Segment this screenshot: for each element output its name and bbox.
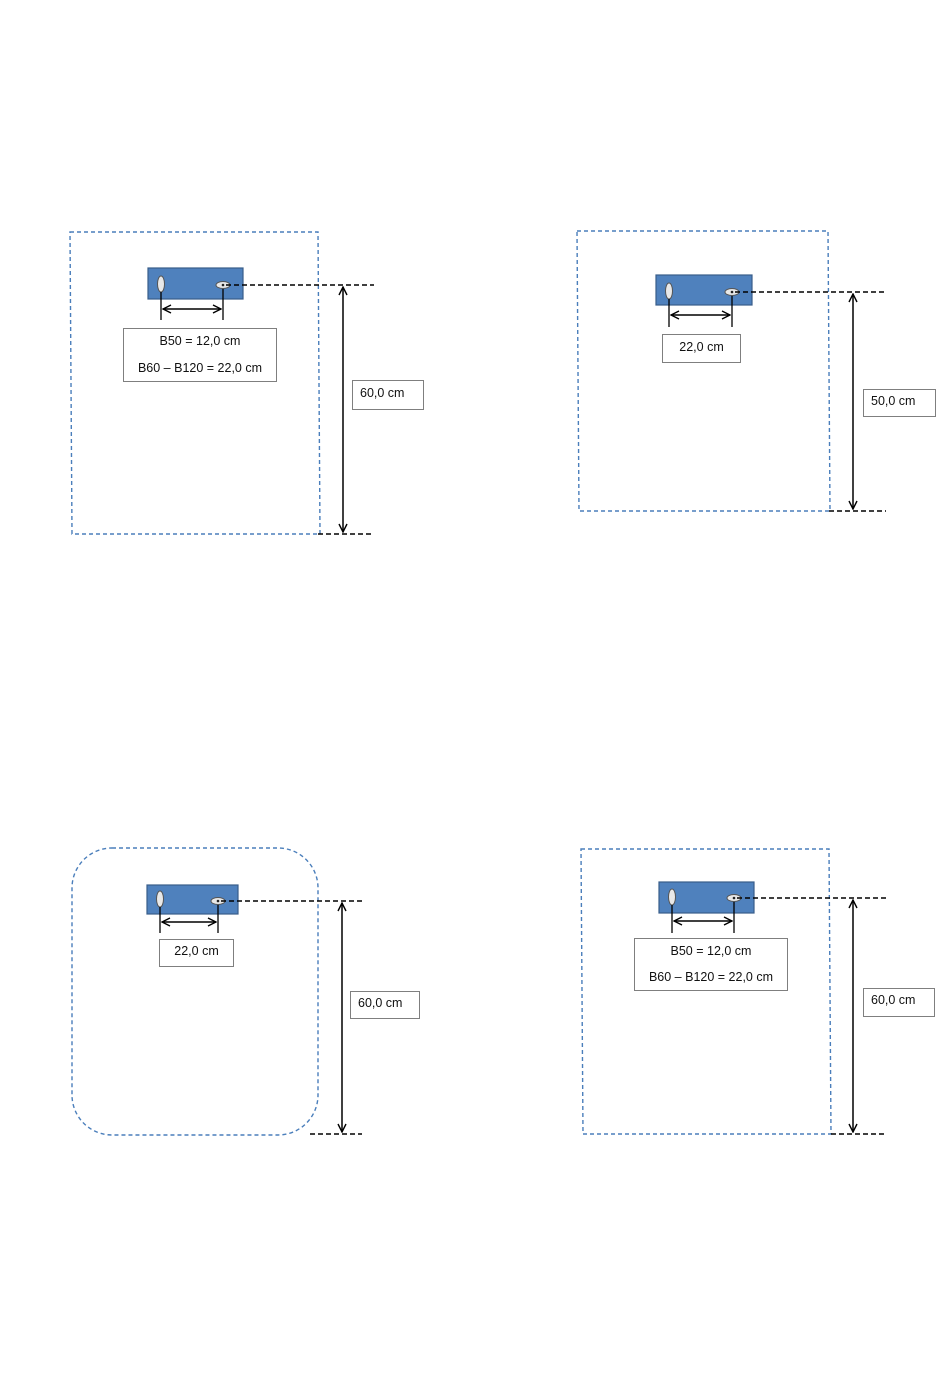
mounting-hole-slot-icon: [158, 276, 165, 292]
spacing-label-line-1: 22,0 cm: [160, 944, 233, 958]
diagram-bottom-left: [72, 848, 362, 1135]
spacing-label-line-1: B50 = 12,0 cm: [635, 944, 787, 958]
diagram-bottom-right: [581, 849, 886, 1134]
height-label-text: 60,0 cm: [358, 996, 419, 1010]
height-label-text: 50,0 cm: [871, 394, 935, 408]
radiator-outline: [577, 231, 830, 511]
spacing-label-line-2: B60 – B120 = 22,0 cm: [635, 970, 787, 984]
spacing-label-line-1: 22,0 cm: [663, 340, 740, 354]
spacing-label: 22,0 cm: [159, 939, 234, 967]
height-label-text: 60,0 cm: [871, 993, 934, 1007]
mounting-hole-slot-icon: [157, 891, 164, 907]
spacing-label: B50 = 12,0 cm B60 – B120 = 22,0 cm: [123, 328, 277, 382]
mounting-hole-slot-icon: [669, 889, 676, 905]
diagram-top-right: [577, 231, 886, 511]
height-label: 60,0 cm: [863, 988, 935, 1017]
diagram-top-left: [70, 232, 374, 534]
height-label: 60,0 cm: [352, 380, 424, 410]
height-label: 50,0 cm: [863, 389, 936, 417]
spacing-label: B50 = 12,0 cm B60 – B120 = 22,0 cm: [634, 938, 788, 991]
spacing-label: 22,0 cm: [662, 334, 741, 363]
mounting-hole-slot-icon: [666, 283, 673, 299]
height-label-text: 60,0 cm: [360, 386, 423, 400]
height-label: 60,0 cm: [350, 991, 420, 1019]
spacing-label-line-1: B50 = 12,0 cm: [124, 334, 276, 348]
spacing-label-line-2: B60 – B120 = 22,0 cm: [124, 361, 276, 375]
